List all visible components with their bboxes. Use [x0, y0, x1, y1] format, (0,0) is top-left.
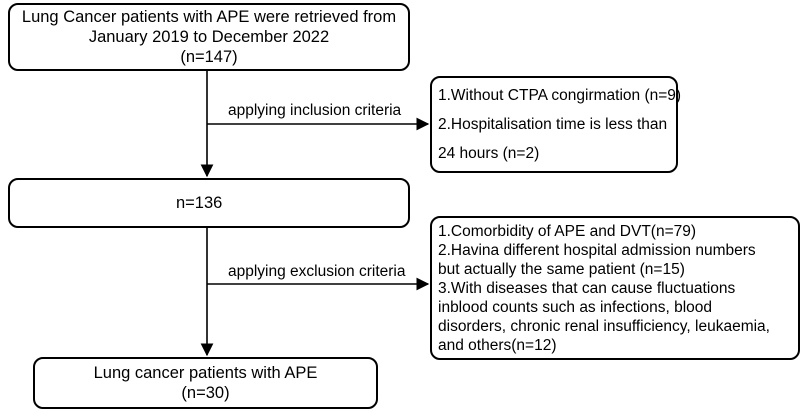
label-exclusion-criteria: applying exclusion criteria — [228, 263, 406, 280]
inclusion-item-2-cont: 24 hours (n=2) — [438, 145, 540, 162]
box-exclusions: 1.Comorbidity of APE and DVT(n=79) 2.Hav… — [430, 216, 800, 360]
box-final-line-1: Lung cancer patients with APE — [93, 364, 318, 382]
exclusion-item-3-cont-2: disorders, chronic renal insufficiency, … — [438, 317, 770, 335]
box-final-line-2: (n=30) — [181, 384, 230, 402]
box-initial-patients: Lung Cancer patients with APE were retri… — [8, 3, 410, 71]
box-initial-line-1: Lung Cancer patients with APE were retri… — [21, 8, 397, 26]
box-inclusion-exclusions: 1.Without CTPA congirmation (n=9) 2.Hosp… — [430, 76, 682, 173]
exclusion-item-1: 1.Comorbidity of APE and DVT(n=79) — [438, 222, 697, 240]
box-initial-line-2: January 2019 to December 2022 — [88, 28, 330, 46]
box-initial-line-3: (n=147) — [180, 48, 238, 66]
exclusion-item-3: 3.With diseases that can cause fluctuati… — [438, 279, 736, 297]
exclusion-item-3-cont-3: and others(n=12) — [438, 336, 557, 354]
inclusion-item-1: 1.Without CTPA congirmation (n=9) — [438, 87, 682, 104]
label-inclusion-criteria: applying inclusion criteria — [228, 102, 402, 119]
box-final-patients: Lung cancer patients with APE (n=30) — [33, 357, 378, 409]
exclusion-item-2-cont: but actually the same patient (n=15) — [438, 260, 685, 278]
box-after-inclusion-count: n=136 — [176, 194, 223, 212]
box-after-inclusion: n=136 — [8, 178, 410, 228]
exclusion-item-2: 2.Havina different hospital admission nu… — [438, 241, 756, 259]
exclusion-item-3-cont-1: inblood counts such as infections, blood — [438, 298, 713, 316]
inclusion-item-2: 2.Hospitalisation time is less than — [438, 116, 668, 133]
